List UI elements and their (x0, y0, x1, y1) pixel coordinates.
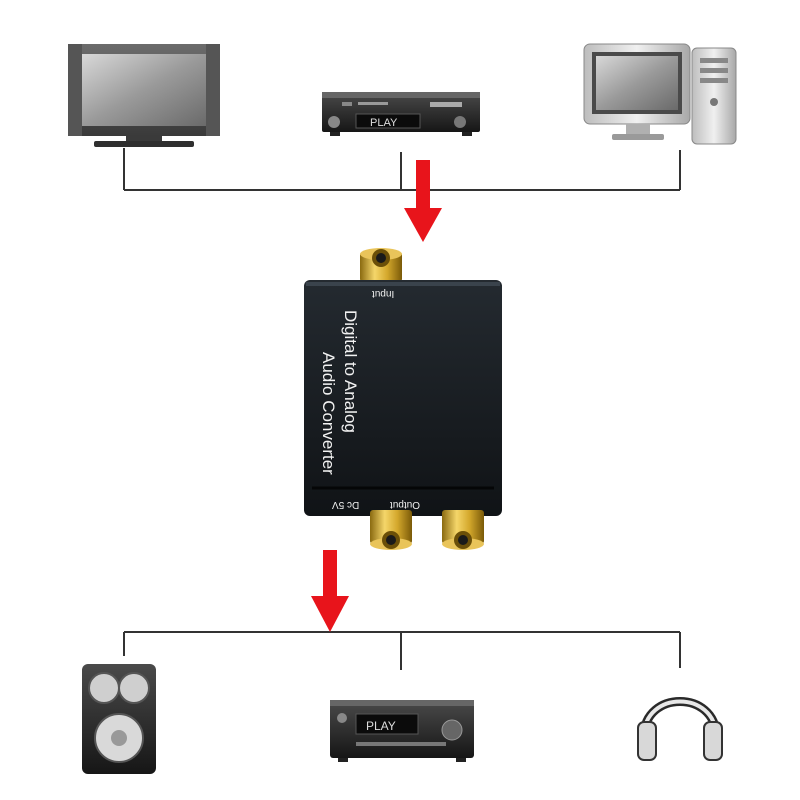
power-port-label: Dc 5V (332, 499, 360, 510)
arrow-to-converter (404, 160, 442, 242)
speaker-icon (82, 664, 156, 774)
output-port-label: Output (390, 499, 421, 510)
dvd-player-icon (322, 92, 480, 136)
arrow-to-outputs (311, 550, 349, 632)
tv-monitor-icon (68, 44, 220, 147)
converter-title-line2: Audio Converter (319, 352, 338, 475)
receiver-display-text: PLAY (366, 719, 396, 733)
input-port-label: Input (372, 288, 395, 299)
audio-receiver-icon (330, 700, 474, 762)
desktop-computer-icon (583, 43, 737, 145)
converter-title-line1: Digital to Analog (341, 310, 360, 433)
converter-device (304, 248, 502, 550)
dvd-display-text: PLAY (370, 117, 398, 129)
connection-lines-bottom (123, 631, 681, 670)
headphones-icon (637, 697, 723, 761)
connection-lines-top (123, 148, 681, 191)
